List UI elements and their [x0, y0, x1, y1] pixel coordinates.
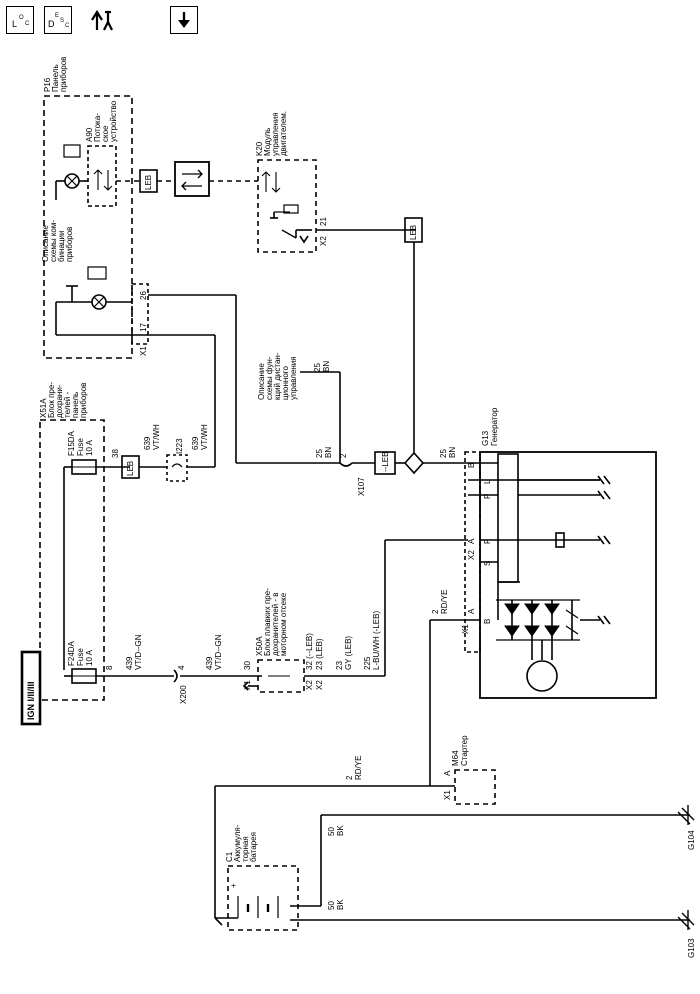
- leb-tag-2-label: LEB: [144, 175, 153, 190]
- g13-label: G13Генератор: [481, 407, 499, 446]
- wire-50-bk-b-label: 50BK: [327, 899, 345, 910]
- wire-50-bk-a-label: 50BK: [327, 825, 345, 836]
- p16-x1-label: X1: [139, 346, 148, 356]
- g13-field-coil: [555, 532, 565, 548]
- down-arrow-icon[interactable]: [170, 6, 198, 34]
- ground-g103-icon: [677, 910, 695, 930]
- g13-x2-label: X2: [467, 550, 476, 560]
- pin-23-label: 23 (LEB): [315, 638, 324, 670]
- g13-term-f: F: [483, 539, 492, 544]
- desc-sub: E: [55, 13, 60, 19]
- g13-regulator: [497, 453, 519, 583]
- pin-8-label: 8: [105, 665, 114, 670]
- x50a-x1-label: X1: [243, 680, 252, 690]
- leb-tag-1-label: LEB: [126, 461, 135, 476]
- navigation-arrows-icon[interactable]: [88, 6, 118, 34]
- a90-box[interactable]: [87, 145, 117, 207]
- wire-23-label: 23GY (LEB): [335, 636, 353, 670]
- g13-box[interactable]: [479, 451, 657, 699]
- cluster-desc-label: Описаниесхемы ком-бинацииприборов: [41, 220, 74, 262]
- g13-term-b: B: [483, 619, 492, 624]
- battery-plus-label: +: [229, 883, 238, 888]
- x200-label: X200: [179, 685, 188, 704]
- ign-label: IGN I/II/III: [26, 681, 36, 720]
- wire-225-label: 225L-BU/WH (-LEB): [363, 611, 381, 670]
- p16-label: P16Панельприборов: [43, 57, 68, 92]
- wire-2-rdye-b-label: 2RD/YE: [345, 756, 363, 780]
- wire-639-b-label: 639VT/WH: [191, 424, 209, 450]
- ground-g104-icon: [677, 805, 695, 825]
- g13-term-p: P: [483, 494, 492, 499]
- wire-25-bn-c-label: 25BN: [439, 447, 457, 458]
- pin-32-label: 32 (--LEB): [305, 633, 314, 670]
- g103-label: G103: [687, 938, 696, 958]
- pin-30-label: 30: [243, 661, 252, 670]
- x50a-box[interactable]: [257, 659, 305, 693]
- fuse-f15da-label: F15DAFuse10 A: [67, 430, 94, 456]
- pin-21-label: 21: [319, 217, 328, 226]
- ign-box: [20, 650, 42, 726]
- g13-term-b-top: B: [467, 463, 476, 468]
- leb-tag-4-label: --LEB: [381, 452, 390, 472]
- pin-2-x107-label: 2: [339, 453, 348, 458]
- m64-box[interactable]: [454, 769, 496, 805]
- wire-439-b-label: 439VT/D--GN: [205, 634, 223, 670]
- gateway-icon[interactable]: [174, 161, 210, 197]
- location-view-button[interactable]: L O C: [6, 6, 34, 34]
- pin-4-label: 4: [177, 665, 186, 670]
- loc-letter: L: [12, 19, 18, 29]
- k20-box[interactable]: [257, 159, 317, 253]
- a90-label: A90Потока-скоеустройство: [85, 100, 118, 142]
- wire-25-bn-b-label: 25BN: [315, 447, 333, 458]
- i223-box[interactable]: [166, 454, 188, 482]
- g13-term-s: S: [483, 561, 492, 566]
- description-view-button[interactable]: D E S C: [44, 6, 72, 34]
- p16-x1-connector[interactable]: [131, 283, 149, 345]
- loc-sub: O: [19, 15, 24, 21]
- desc-sub2: S: [60, 18, 65, 24]
- g104-label: G104: [687, 830, 696, 850]
- k20-x2-label: X2: [319, 236, 328, 246]
- fuse-f24da-label: F24DAFuse10 A: [67, 640, 94, 666]
- wire-2-rdye-a-label: 2RD/YE: [431, 590, 449, 614]
- loc-sub2: C: [25, 21, 30, 27]
- m64-label: M64Стартер: [451, 735, 469, 766]
- pin-26-label: 26: [139, 291, 148, 300]
- k20-label: K20Модульуправлениядвигателем.: [255, 111, 288, 156]
- x50a-x2-a-label: X2: [305, 680, 314, 690]
- splice-diamond: [403, 451, 425, 475]
- a90-module-icon: [63, 144, 81, 158]
- x107-label: X107: [357, 477, 366, 496]
- pin-17-label: 17: [139, 323, 148, 332]
- wire-639-a-label: 639VT/WH: [143, 424, 161, 450]
- x200-connector[interactable]: [173, 669, 178, 683]
- x51a-box[interactable]: [39, 419, 105, 701]
- x50a-x2-b-label: X2: [315, 680, 324, 690]
- g13-stator-icon: [526, 660, 558, 692]
- p16-box[interactable]: [43, 95, 133, 359]
- cluster-module-icon: [87, 266, 107, 280]
- g13-x1-label: X1: [461, 624, 470, 634]
- i223-label: I223: [175, 438, 184, 454]
- func-desc-label: Описаниесхемы фун-кций дистан-ционногоуп…: [257, 352, 298, 400]
- c1-label: C1Аккумуля-торнаябатарея: [225, 824, 258, 862]
- m64-term-a: A: [443, 770, 452, 776]
- wire-25-bn-a-label: 25BN: [313, 361, 331, 372]
- x107-connector[interactable]: [339, 462, 353, 467]
- desc-sub3: C: [65, 23, 70, 29]
- g13-term-l: L: [483, 479, 492, 484]
- desc-letter: D: [48, 19, 55, 29]
- wire-439-a-label: 439VT/D--GN: [125, 634, 143, 670]
- m64-x1-label: X1: [443, 790, 452, 800]
- pin-38-label: 38: [111, 449, 120, 458]
- x51a-label: X51AБлок пре-дохрани-телей -панельприбор…: [39, 382, 88, 418]
- leb-tag-3-label: LEB: [409, 225, 418, 240]
- x50a-label: X50AБлок плавких пре-дохранителей - вмот…: [255, 588, 288, 656]
- g13-term-a2: A: [467, 608, 476, 614]
- c1-box[interactable]: [227, 865, 299, 931]
- g13-term-a: A: [467, 538, 476, 544]
